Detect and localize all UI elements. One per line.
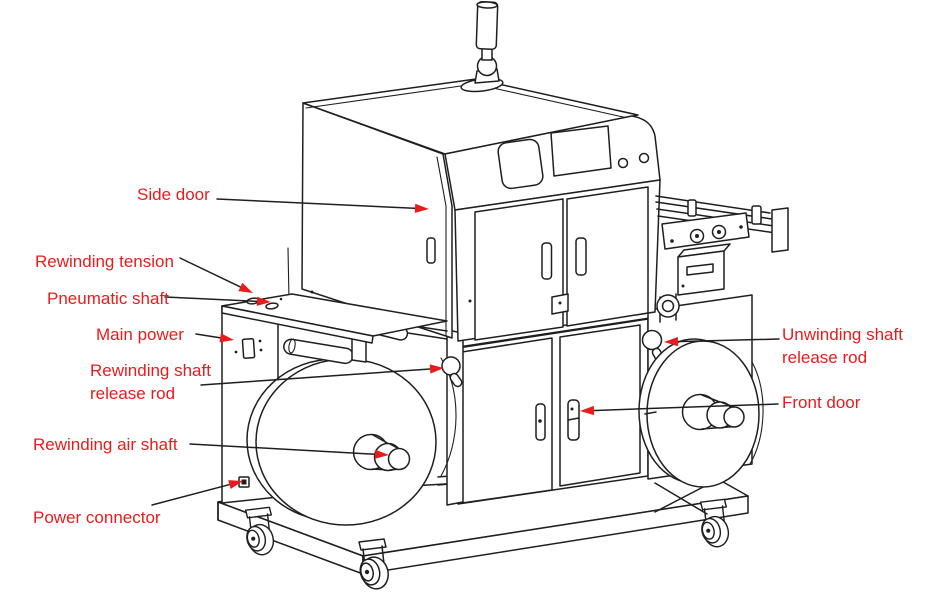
caster-wheel xyxy=(698,498,733,551)
arrow-line-main-power xyxy=(195,333,223,339)
arrow-line-front-door xyxy=(591,403,779,412)
unwinding-roll xyxy=(638,338,760,488)
lower-cabinet xyxy=(451,309,651,505)
upper-door-left-handle xyxy=(541,242,553,280)
upper-door-left xyxy=(474,198,564,341)
upper-unit xyxy=(287,78,661,342)
arrow-head-rewinding-shaft-release-rod xyxy=(429,364,444,374)
arrow-head-side-door xyxy=(414,203,429,213)
caster-wheel xyxy=(356,538,393,593)
arrow-head-rewinding-tension xyxy=(238,282,253,293)
unwinding-air-shaft-hub xyxy=(644,393,745,431)
pneumatic-shaft-port xyxy=(265,302,279,310)
arrow-line-rewinding-tension xyxy=(179,257,243,289)
rewinding-shaft-release-rod-knob xyxy=(441,356,463,388)
control-screen xyxy=(550,125,612,177)
upper-door-right-handle xyxy=(575,237,587,276)
arrow-head-unwinding-shaft-release-rod xyxy=(664,337,679,347)
upper-door-right xyxy=(566,186,649,327)
arrow-line-unwinding-shaft-release-rod xyxy=(675,338,780,343)
rewinding-roll xyxy=(246,329,464,526)
arrow-head-main-power xyxy=(219,333,234,343)
panel-button xyxy=(638,152,650,164)
top-handle xyxy=(460,1,504,93)
caster-wheel xyxy=(243,506,278,559)
arrow-line-pneumatic-shaft xyxy=(164,296,260,303)
front-door-right xyxy=(559,324,641,487)
arrow-head-power-connector xyxy=(228,480,243,490)
conveyor-bracket xyxy=(661,212,750,250)
main-power-switch xyxy=(234,337,263,359)
arrow-line-rewinding-air-shaft xyxy=(189,443,378,456)
top-access-door xyxy=(497,138,544,190)
rewinding-deck xyxy=(221,293,448,365)
panel-button xyxy=(617,157,629,169)
annotation-arrows xyxy=(151,198,780,506)
arrow-line-power-connector xyxy=(151,483,233,506)
arrow-head-rewinding-air-shaft xyxy=(374,449,389,459)
side-door-handle xyxy=(426,237,436,264)
arrow-line-rewinding-shaft-release-rod xyxy=(200,368,433,386)
arrow-head-pneumatic-shaft xyxy=(256,296,271,306)
rewinding-air-shaft-hub xyxy=(352,433,411,472)
arrow-line-side-door xyxy=(216,198,418,210)
arrow-head-front-door xyxy=(580,405,595,416)
conveyor-assembly xyxy=(655,195,789,323)
